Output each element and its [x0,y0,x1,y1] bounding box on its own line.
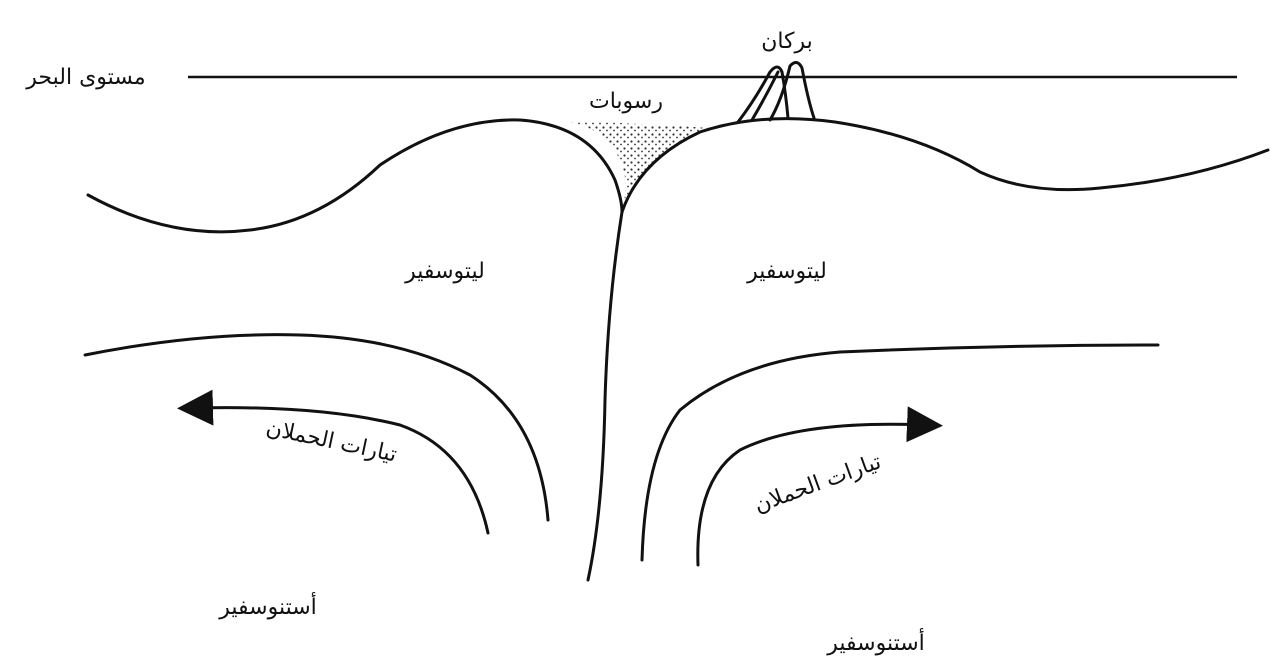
left-lithosphere-base [83,333,550,522]
convection-right-label: تيارات الحملان [751,449,884,518]
volcano-label: بركان [761,29,813,54]
asthenosphere-right-label: أستنوسفير [826,628,925,656]
lithosphere-left-label: ليتوسفير [404,259,485,284]
right-plate-surface [620,117,1270,214]
sea-level-label: مستوى البحر [25,65,145,90]
asthenosphere-left-label: أستنوسفير [218,592,317,620]
sediments-label: رسوبات [589,89,663,114]
sediment-fill [548,121,710,212]
left-plate-surface [86,118,624,234]
subduction-boundary [586,210,624,582]
right-convection-arrow [696,406,943,567]
right-lithosphere-base [640,343,1160,562]
lithosphere-right-label: ليتوسفير [746,259,827,284]
volcano-shape [736,61,816,124]
left-convection-arrow [177,389,490,535]
convection-left-label: تيارات الحملان [264,416,399,468]
